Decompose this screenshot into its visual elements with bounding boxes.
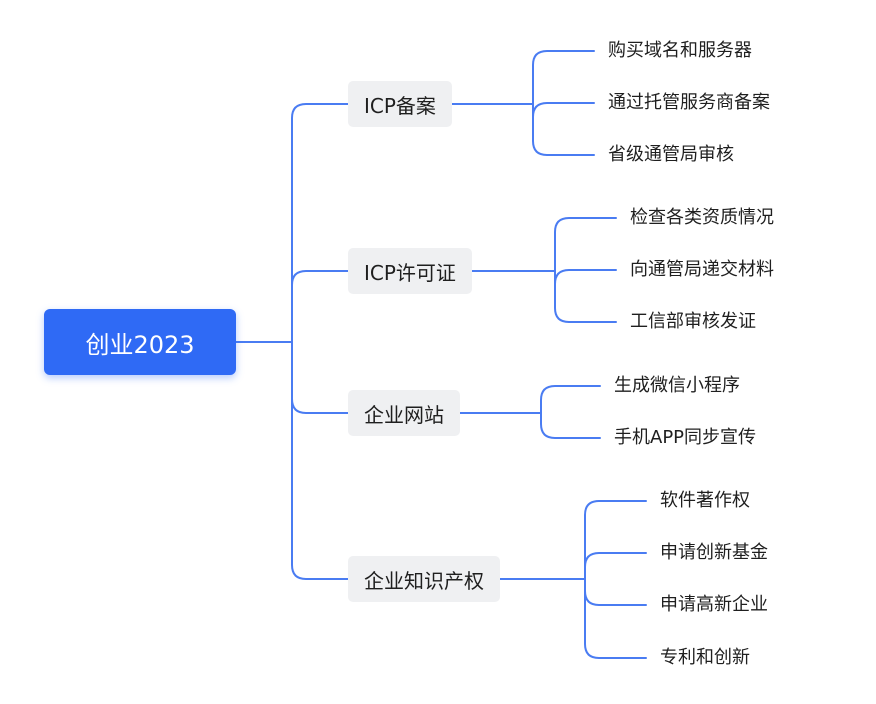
branch-1-connector-edge-1 — [554, 269, 617, 285]
branch-3-connector-edge-2 — [584, 578, 647, 606]
leaf-node[interactable]: 手机APP同步宣传 — [614, 427, 757, 448]
root-node[interactable]: 创业2023 — [44, 309, 236, 375]
branch-node-icp-license[interactable]: ICP许可证 — [348, 248, 472, 294]
root-connector-edge-2 — [291, 341, 349, 414]
root-label: 创业2023 — [85, 330, 195, 359]
leaf-node[interactable]: 省级通管局审核 — [608, 144, 734, 165]
branch-label: 企业知识产权 — [364, 568, 484, 593]
leaf-node[interactable]: 工信部审核发证 — [630, 311, 756, 332]
leaf-node[interactable]: 购买域名和服务器 — [608, 40, 752, 61]
leaf-node[interactable]: 软件著作权 — [660, 490, 750, 511]
branch-1-connector-edge-2 — [554, 270, 617, 323]
leaf-node[interactable]: 向通管局递交材料 — [630, 259, 774, 280]
branch-3-connector-edge-3 — [584, 578, 647, 659]
leaf-node[interactable]: 申请高新企业 — [660, 594, 768, 615]
branch-label: ICP备案 — [364, 93, 436, 118]
branch-3-connector-edge-1 — [584, 552, 647, 580]
branch-0-connector-edge-2 — [532, 103, 595, 156]
branch-2-connector-edge-0 — [540, 385, 601, 414]
branch-label: ICP许可证 — [364, 260, 456, 285]
leaf-node[interactable]: 检查各类资质情况 — [630, 207, 774, 228]
leaf-node[interactable]: 通过托管服务商备案 — [608, 92, 770, 113]
branch-0-connector-edge-1 — [532, 102, 595, 118]
root-connector-edge-1 — [291, 270, 349, 343]
leaf-node[interactable]: 申请创新基金 — [660, 542, 768, 563]
branch-3-connector-edge-0 — [584, 500, 647, 580]
branch-1-connector-edge-0 — [554, 217, 617, 272]
branch-node-enterprise-website[interactable]: 企业网站 — [348, 390, 460, 436]
branch-0-connector-edge-0 — [532, 50, 595, 105]
branch-node-icp-filing[interactable]: ICP备案 — [348, 81, 452, 127]
leaf-node[interactable]: 专利和创新 — [660, 647, 750, 668]
branch-2-connector-edge-1 — [540, 412, 601, 439]
branch-label: 企业网站 — [364, 402, 444, 427]
root-connector-edge-3 — [291, 341, 349, 580]
root-connector-edge-0 — [291, 103, 349, 343]
leaf-node[interactable]: 生成微信小程序 — [614, 375, 740, 396]
branch-node-intellectual-property[interactable]: 企业知识产权 — [348, 556, 500, 602]
